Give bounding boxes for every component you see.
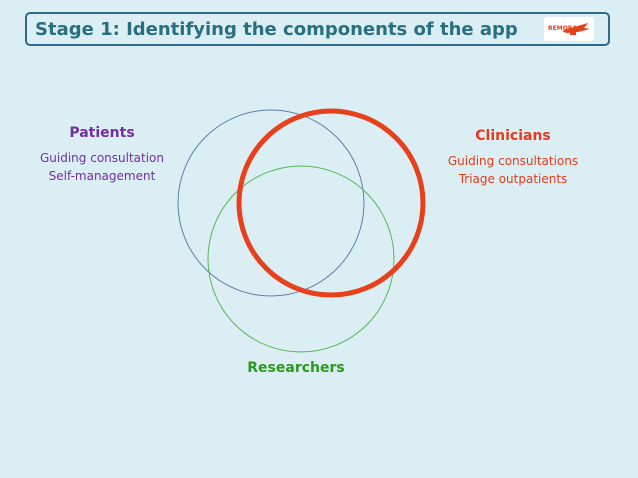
clinicians-line-1: Guiding consultations [447,154,579,168]
patients-group: Patients Guiding consultation Self-manag… [40,125,164,185]
researchers-circle [207,165,395,353]
title-bar: Stage 1: Identifying the components of t… [25,12,610,46]
clinicians-line-2: Triage outpatients [458,172,568,186]
researchers-heading: Researchers [247,360,345,376]
patients-line-1: Guiding consultation [39,151,165,165]
patients-heading: Patients [69,125,135,141]
remora-logo: REMORA [544,17,594,41]
patients-line-2: Self-management [48,169,156,183]
crocodile-logo-icon [562,23,590,35]
clinicians-circle [236,108,426,298]
patients-circle [177,109,365,297]
page-title: Stage 1: Identifying the components of t… [35,19,518,40]
logo-text: REMORA [548,25,578,32]
clinicians-group: Clinicians Guiding consultations Triage … [448,128,578,188]
clinicians-heading: Clinicians [475,128,551,144]
